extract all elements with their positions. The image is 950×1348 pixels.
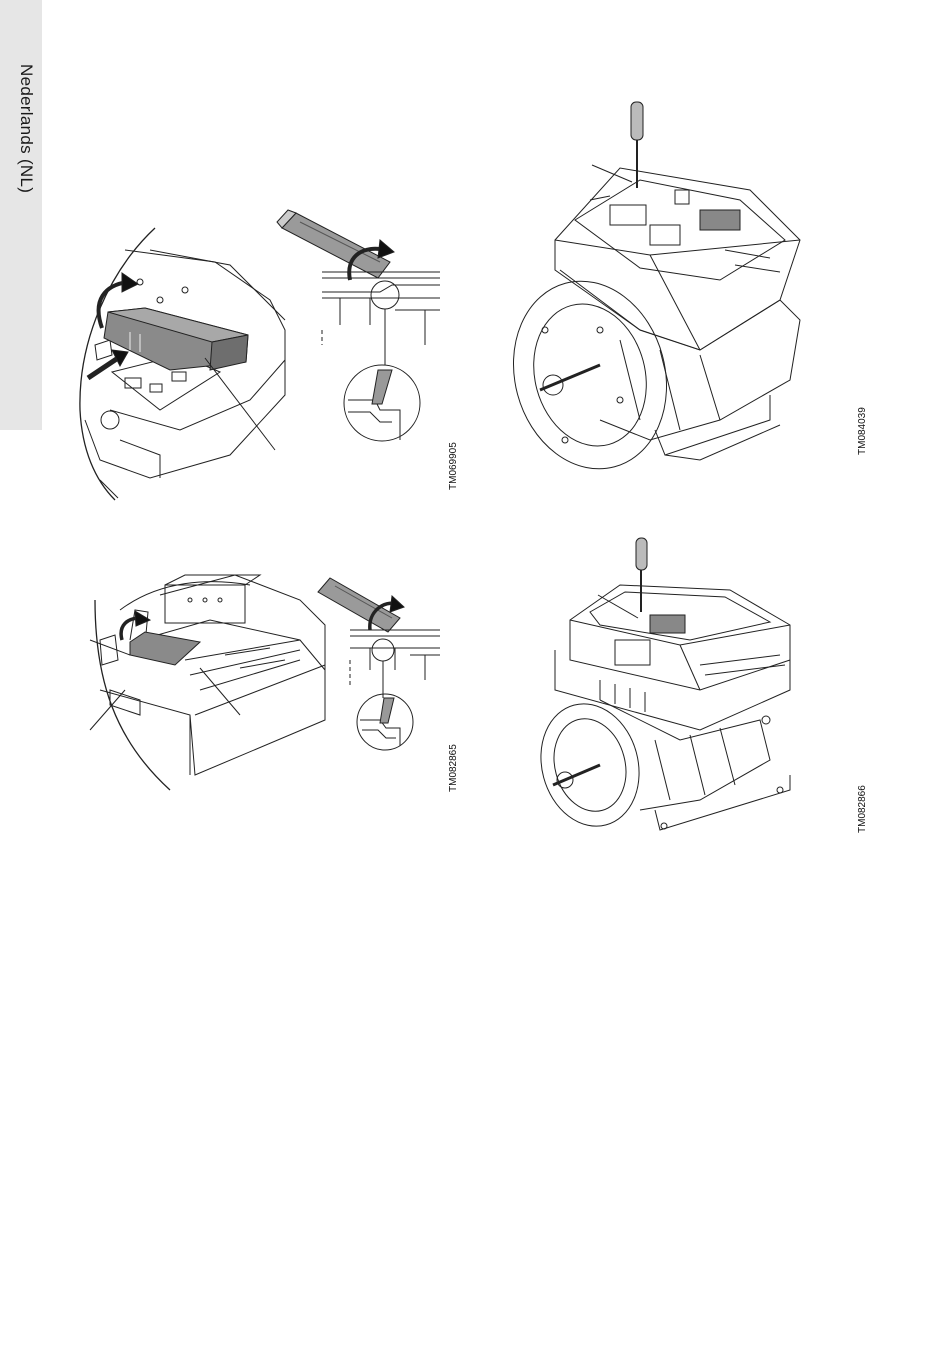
illustration-motor-screwdriver-top — [493, 102, 800, 486]
illustration-motor-screwdriver-bottom — [528, 538, 790, 837]
illustration-module-removal-detail-2 — [90, 575, 325, 790]
illustration-latch-detail-1 — [277, 210, 440, 441]
illustration-latch-detail-2 — [318, 578, 440, 750]
illustration-module-removal-detail — [80, 228, 285, 500]
